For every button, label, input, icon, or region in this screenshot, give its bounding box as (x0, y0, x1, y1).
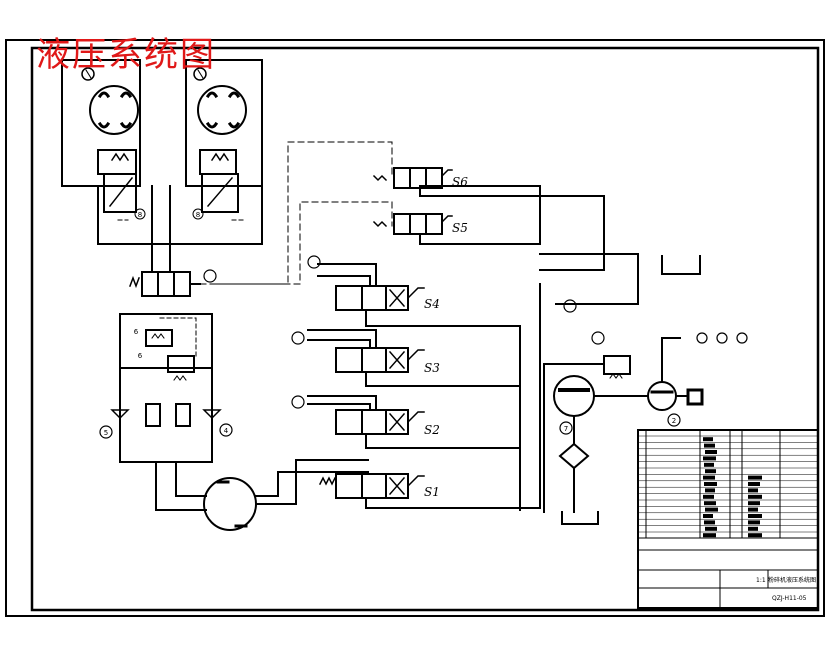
parts-list-entry (704, 443, 715, 448)
valve-label-s6: S6 (452, 175, 468, 189)
callout-2: 2 (672, 417, 676, 425)
callout-8b: 8 (196, 211, 200, 219)
solenoid-valve-stack (307, 263, 541, 511)
parts-list-entry (748, 514, 762, 518)
parts-list-entry (703, 475, 715, 480)
parts-list-rows (637, 435, 819, 533)
motor-manifold-lines (97, 185, 263, 273)
parts-list-entry (703, 437, 713, 442)
parts-list-entry (748, 475, 762, 480)
parts-list-entry (705, 507, 718, 512)
parts-list-entry (703, 494, 714, 499)
parts-list-entry (748, 520, 760, 525)
parts-list-entry (748, 488, 758, 493)
motor-unit-right (185, 59, 263, 220)
callout-7: 7 (564, 425, 568, 433)
parts-list-grid (645, 429, 781, 539)
parts-list-entry (705, 526, 717, 531)
hydraulic-motor-bottom (203, 459, 369, 531)
parts-list-entry (704, 501, 716, 506)
parts-list-entry (748, 507, 758, 512)
callout-8a: 8 (138, 211, 142, 219)
drawing-number: QZJ-H11-05 (772, 595, 807, 602)
outer-border (5, 39, 825, 617)
callout-circles (99, 255, 748, 439)
parts-list-entry (748, 482, 760, 486)
pilot-valves (372, 167, 701, 305)
parts-list-entry (705, 469, 716, 474)
parts-list-entry (748, 526, 758, 531)
motor-unit-left (61, 59, 146, 220)
valve-label-s2: S2 (424, 423, 440, 437)
drawing-title: 液压系统图 (36, 35, 216, 75)
inner-border (30, 46, 820, 612)
parts-list-entry (748, 494, 762, 499)
valve-label-s4: S4 (424, 297, 440, 311)
callout-6a: 6 (134, 328, 139, 336)
callout-6b: 6 (138, 352, 143, 360)
valve-label-s3: S3 (424, 361, 440, 375)
centre-directional-valve (129, 271, 201, 297)
relief-valve-block (110, 313, 222, 511)
drawing-scale: 1:1 (756, 577, 766, 584)
pilot-line-s6 (199, 141, 393, 285)
pump-section (543, 337, 704, 525)
drawing-name: 粉碎机液压系统图 (768, 576, 816, 584)
parts-list-entries (703, 437, 762, 538)
parts-list-entry (705, 488, 715, 493)
callout-5: 5 (104, 429, 108, 437)
parts-list-entry (704, 482, 717, 486)
valve-label-s1: S1 (424, 485, 440, 499)
parts-list-entry (705, 450, 717, 454)
valve-label-s5: S5 (452, 221, 468, 235)
parts-list-entry (703, 514, 713, 518)
parts-list-entry (703, 533, 716, 538)
parts-list-entry (703, 456, 716, 461)
parts-list-entry (748, 501, 760, 506)
callout-4: 4 (224, 427, 229, 435)
parts-list-entry (704, 462, 714, 467)
parts-list-entry (748, 533, 762, 538)
parts-list-entry (704, 520, 715, 525)
